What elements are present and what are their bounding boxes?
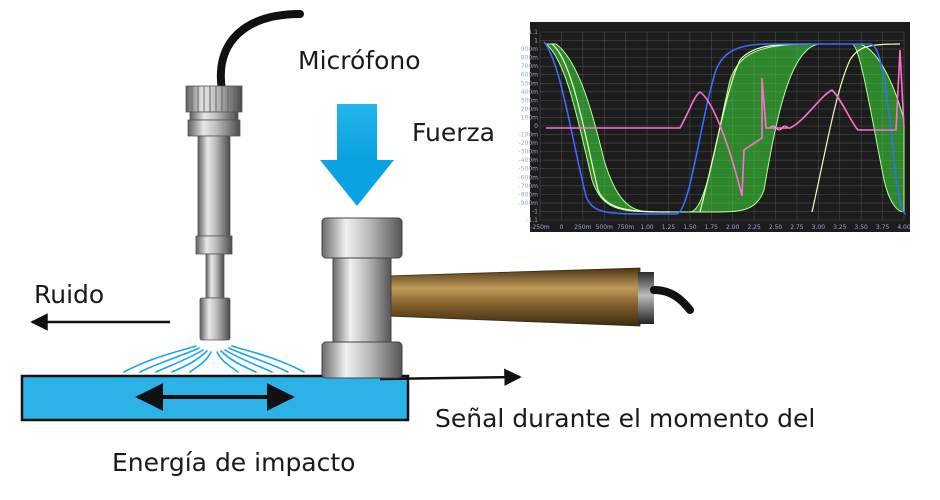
y-tick-label: -200m [519, 140, 539, 147]
x-tick-label: 250m [574, 224, 591, 231]
x-tick-label: 3.25 [833, 224, 847, 231]
y-tick-label: 0 [534, 123, 538, 130]
x-tick-label: 2.50 [769, 224, 783, 231]
y-tick-label: 400m [521, 89, 538, 96]
x-tick-label: 1.75 [705, 224, 719, 231]
x-tick-label: 750m [617, 224, 634, 231]
oscilloscope-traces [543, 41, 907, 215]
y-tick-label: -300m [519, 149, 539, 156]
force-label: Fuerza [412, 118, 495, 147]
y-tick-label: -700m [519, 183, 539, 190]
trace-blue [543, 41, 907, 215]
trace-green-lines [551, 43, 901, 213]
noise-label: Ruido [34, 280, 105, 309]
y-tick-label: 800m [521, 55, 538, 62]
x-tick-label: 2.75 [790, 224, 804, 231]
y-tick-label: 300m [521, 97, 538, 104]
y-tick-label: -100m [519, 132, 539, 139]
y-tick-label: -500m [519, 166, 539, 173]
y-tick-label: -400m [519, 157, 539, 164]
microphone-cable [216, 10, 304, 94]
y-tick-label: 100m [521, 114, 538, 121]
signal-label: Señal durante el momento del [435, 404, 816, 433]
x-tick-label: -250m [530, 224, 550, 231]
x-tick-label: 1.00 [640, 224, 654, 231]
x-tick-label: 2.00 [726, 224, 740, 231]
y-tick-label: 200m [521, 106, 538, 113]
oscilloscope-ticks: -250m 0 250m 500m 750m 1.00 1.25 1.50 1.75 2.00 2.… [519, 29, 911, 231]
y-tick-label: -800m [519, 191, 539, 198]
x-tick-label: 1.50 [683, 224, 697, 231]
impact-energy-label: Energía de impacto [112, 448, 356, 477]
trace-pink [546, 49, 905, 197]
x-tick-label: 4.00 [897, 224, 911, 231]
y-tick-label: 700m [521, 63, 538, 70]
y-tick-label: 1.1 [528, 29, 538, 36]
y-tick-label: -1 [532, 208, 538, 215]
y-tick-label: -1.1 [526, 217, 538, 224]
force-arrow [320, 104, 394, 206]
signal-arrow [379, 368, 522, 386]
x-tick-label: 3.75 [876, 224, 890, 231]
x-tick-label: 1.25 [662, 224, 676, 231]
hammer-head [321, 217, 403, 379]
y-tick-label: 600m [521, 72, 538, 79]
microphone-label: Micrófono [298, 46, 421, 75]
trace-noise [769, 125, 789, 131]
microphone [185, 85, 243, 341]
oscilloscope-screen: -250m 0 250m 500m 750m 1.00 1.25 1.50 1.75 2.00 2.… [519, 22, 911, 232]
y-tick-label: 900m [521, 46, 538, 53]
sound-waves [123, 345, 305, 373]
x-tick-label: 3.00 [812, 224, 826, 231]
y-tick-label: 1 [534, 38, 538, 45]
y-tick-label: -600m [519, 174, 539, 181]
x-tick-label: 3.50 [854, 224, 868, 231]
x-tick-label: 0 [559, 224, 563, 231]
x-tick-label: 500m [596, 224, 613, 231]
y-tick-label: 500m [521, 80, 538, 87]
x-tick-label: 2.25 [747, 224, 761, 231]
hammer-handle [385, 267, 694, 327]
y-tick-label: -900m [519, 200, 539, 207]
